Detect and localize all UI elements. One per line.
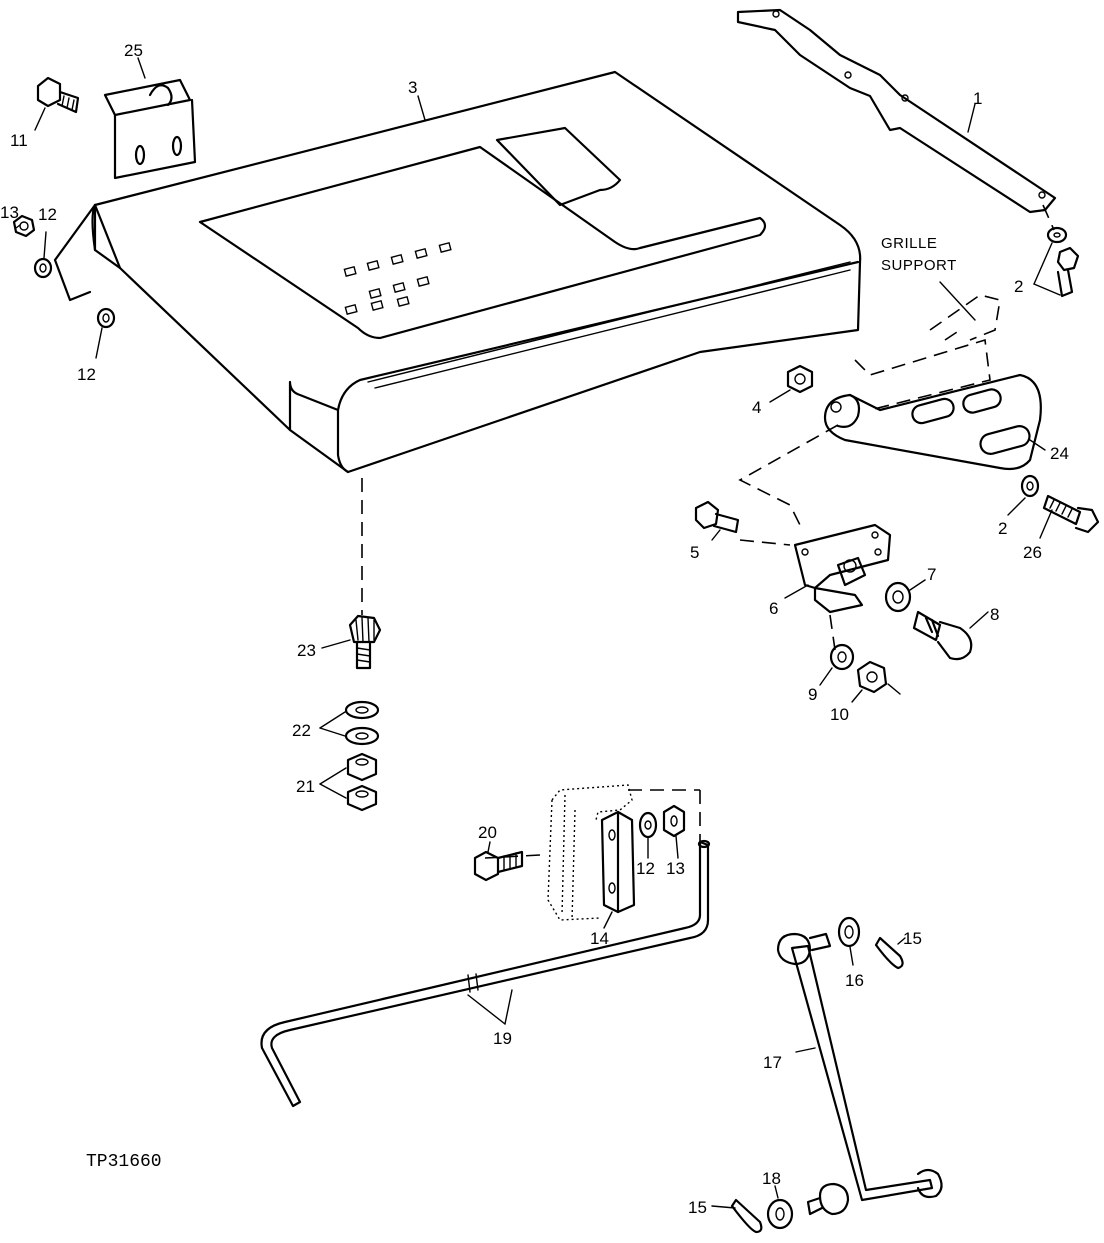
plate-24 (823, 373, 1042, 471)
callout-16: 16 (845, 971, 864, 990)
callout-18: 18 (762, 1169, 781, 1188)
callout-10: 10 (830, 705, 849, 724)
callout-26: 26 (1023, 543, 1042, 562)
callout-20: 20 (478, 823, 497, 842)
rod-19 (260, 839, 711, 1108)
callout-15-lower: 15 (688, 1198, 707, 1217)
bracket-1 (736, 8, 1057, 214)
bolt-20 (473, 850, 524, 882)
callout-24: 24 (1050, 444, 1069, 463)
washer-18 (766, 1198, 794, 1230)
callout-15-upper: 15 (903, 929, 922, 948)
callout-22: 22 (292, 721, 311, 740)
grille-support-outline (854, 294, 1001, 411)
bolt-5 (694, 500, 740, 534)
nut-4 (786, 364, 814, 394)
callout-9: 9 (808, 685, 817, 704)
washer-16 (837, 916, 861, 948)
cotter-pin-15-upper (874, 936, 904, 970)
callout-13-center: 13 (666, 859, 685, 878)
nut-21-upper (346, 752, 378, 782)
lower-washer-12 (96, 307, 116, 329)
washer-22-upper (344, 700, 380, 720)
callout-21: 21 (296, 777, 315, 796)
washer-2-upper (1046, 226, 1068, 244)
callout-23: 23 (297, 641, 316, 660)
bolt-26 (1042, 494, 1100, 534)
callout-6: 6 (769, 599, 778, 618)
callout-19: 19 (493, 1029, 512, 1048)
washer-9 (829, 643, 855, 671)
nut-13-center (662, 804, 686, 838)
hinge-bolt (36, 76, 80, 114)
callout-2-upper: 2 (1014, 277, 1023, 296)
bumper-23 (348, 614, 382, 670)
callout-5: 5 (690, 543, 699, 562)
callout-1: 1 (973, 89, 982, 108)
washer-12-center (638, 811, 658, 839)
grille-support-label-line1: GRILLE (881, 235, 937, 252)
callout-12-center: 12 (636, 859, 655, 878)
callout-11: 11 (10, 131, 28, 150)
nut-21-lower (346, 784, 378, 812)
latch-bracket (793, 523, 892, 614)
plate-14 (600, 810, 636, 914)
dotted-support-block (547, 784, 633, 921)
callout-13-left: 13 (0, 203, 19, 222)
left-washer-12 (33, 257, 53, 279)
callout-12-lower: 12 (77, 365, 96, 384)
callout-17: 17 (763, 1053, 782, 1072)
left-nut-13 (12, 214, 36, 238)
callout-8: 8 (990, 605, 999, 624)
grille-support-label-line2: SUPPORT (881, 257, 957, 274)
washer-7 (884, 581, 912, 613)
figure-id: TP31660 (86, 1152, 162, 1172)
nut-10 (856, 660, 901, 695)
bolt-2-upper (1056, 246, 1080, 298)
callout-4: 4 (752, 398, 761, 417)
hood-panel (53, 70, 862, 474)
washer-2-lower (1020, 474, 1040, 498)
stud-8 (912, 610, 973, 661)
callout-7: 7 (927, 565, 936, 584)
callout-14: 14 (590, 929, 609, 948)
callout-3: 3 (408, 78, 417, 97)
rod-17 (776, 932, 943, 1216)
washer-22-lower (344, 726, 380, 746)
cotter-pin-15-lower (730, 1198, 763, 1234)
callout-25: 25 (124, 41, 143, 60)
hinge-bracket (103, 78, 197, 180)
leader-lines (15, 57, 1061, 1209)
callout-12-left: 12 (38, 205, 57, 224)
callout-labels: 25 3 1 11 13 12 12 2 4 24 2 26 5 6 7 8 9… (0, 41, 1069, 1217)
callout-2-lower: 2 (998, 519, 1007, 538)
